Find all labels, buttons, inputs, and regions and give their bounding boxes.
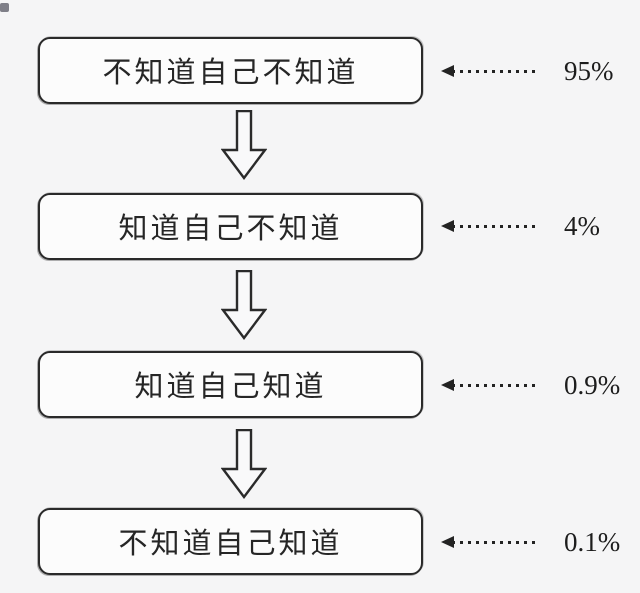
annotation-level-3: 0.9% xyxy=(441,367,620,403)
left-arrowhead-icon xyxy=(441,379,454,391)
flow-box-level-4-label: 不知道自己知道 xyxy=(118,527,343,560)
left-arrowhead-icon xyxy=(441,220,454,232)
flow-box-level-2: 知道自己不知道 xyxy=(38,193,423,260)
annotation-level-4: 0.1% xyxy=(441,524,620,560)
annotation-level-1: 95% xyxy=(441,53,614,89)
down-arrow-icon xyxy=(221,429,267,499)
percent-label-level-2: 4% xyxy=(564,210,600,241)
percent-label-level-3: 0.9% xyxy=(564,369,621,400)
flow-box-level-3: 知道自己知道 xyxy=(38,351,423,418)
dotted-line xyxy=(452,69,538,73)
percent-label-level-4: 0.1% xyxy=(564,526,621,557)
down-arrow-icon xyxy=(221,110,267,180)
percent-label-level-1: 95% xyxy=(564,55,614,86)
dotted-line xyxy=(452,224,538,228)
flow-box-level-3-label: 知道自己知道 xyxy=(134,370,327,403)
left-arrowhead-icon xyxy=(441,65,454,77)
scan-artifact-mark xyxy=(0,3,9,12)
flow-box-level-1: 不知道自己不知道 xyxy=(38,37,423,104)
dotted-line xyxy=(452,383,538,387)
flow-box-level-2-label: 知道自己不知道 xyxy=(118,212,343,245)
flow-box-level-4: 不知道自己知道 xyxy=(38,508,423,575)
left-arrowhead-icon xyxy=(441,536,454,548)
down-arrow-icon xyxy=(221,270,267,340)
annotation-level-2: 4% xyxy=(441,208,600,244)
dotted-line xyxy=(452,540,538,544)
flow-box-level-1-label: 不知道自己不知道 xyxy=(102,56,359,89)
